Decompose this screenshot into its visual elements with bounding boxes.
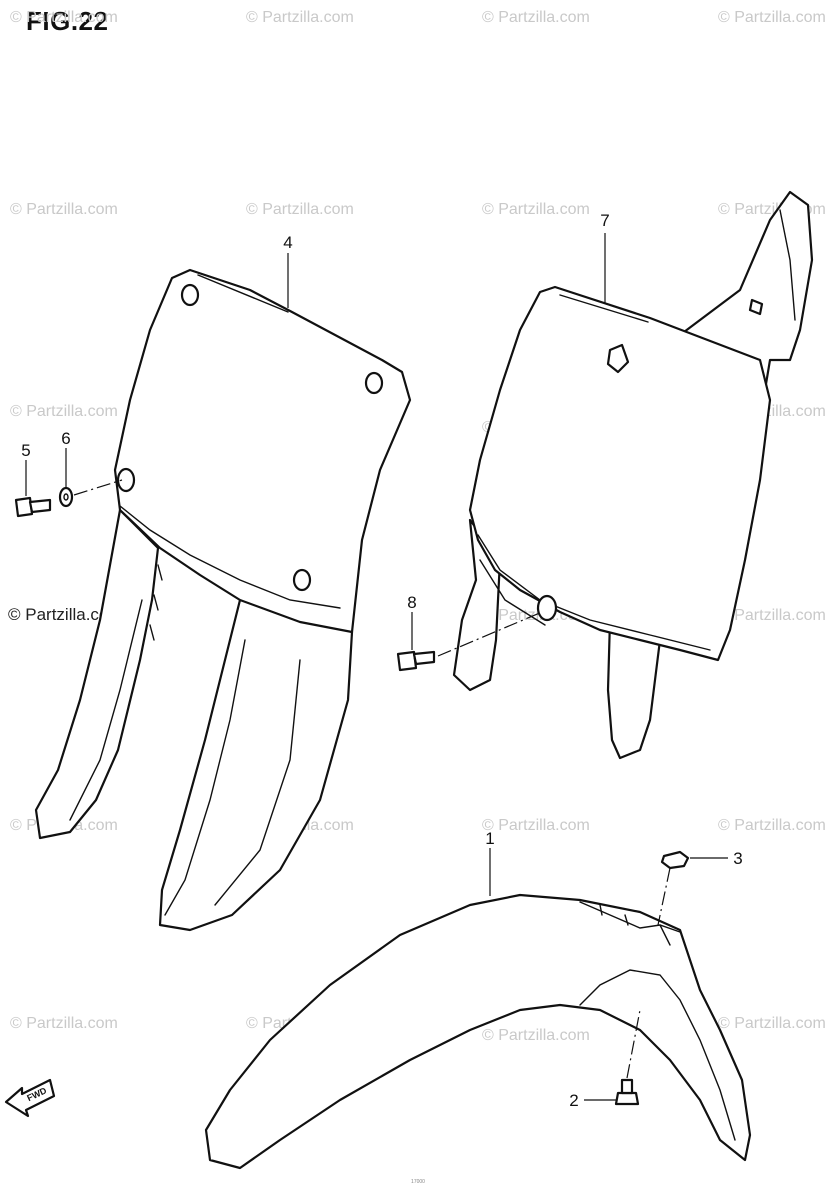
callout-7: 7 [600, 211, 609, 230]
part-6-washer[interactable] [58, 486, 74, 508]
watermark: © Partzilla.com [482, 817, 590, 834]
figure-title: FIG.22 [26, 6, 109, 36]
part-8-bolt[interactable] [396, 650, 436, 672]
watermark: © Partzilla.com [718, 1015, 826, 1032]
watermark: © Partzilla.com [246, 9, 354, 26]
part-2-bolt[interactable] [614, 1078, 640, 1106]
watermark: © Partzilla.com [10, 9, 118, 26]
callout-8: 8 [407, 593, 416, 612]
callout-6: 6 [61, 429, 70, 448]
footer-code: 17000 [411, 1179, 425, 1185]
callout-labels: 1 2 3 4 5 6 7 8 [21, 211, 742, 1110]
watermark: © Partzilla.com [10, 403, 118, 420]
watermark: © Partzilla.com [482, 1027, 590, 1044]
watermark: © Partzilla.com [482, 9, 590, 26]
watermark: © Partzilla.com [718, 817, 826, 834]
part-7-number-plate[interactable] [452, 190, 814, 760]
callout-3: 3 [733, 849, 742, 868]
watermark-strong: © Partzilla.com [8, 605, 123, 624]
watermark: © Partzilla.com [10, 1015, 118, 1032]
watermark: © Partzilla.com [246, 201, 354, 218]
forward-arrow-icon: FWD [4, 1078, 56, 1118]
leader-lines [25, 233, 728, 1101]
part-1-front-fender[interactable] [204, 893, 752, 1170]
watermark: © Partzilla.com [482, 201, 590, 218]
part-3-nut[interactable] [660, 850, 690, 870]
callout-1: 1 [485, 829, 494, 848]
callout-2: 2 [569, 1091, 578, 1110]
watermark: © Partzilla.com [10, 201, 118, 218]
watermark: © Partzilla.com [718, 607, 826, 624]
part-5-bolt[interactable] [14, 496, 52, 518]
watermark: © Partzilla.com [718, 9, 826, 26]
callout-5: 5 [21, 441, 30, 460]
callout-4: 4 [283, 233, 292, 252]
part-4-fork-guard[interactable] [34, 268, 412, 932]
